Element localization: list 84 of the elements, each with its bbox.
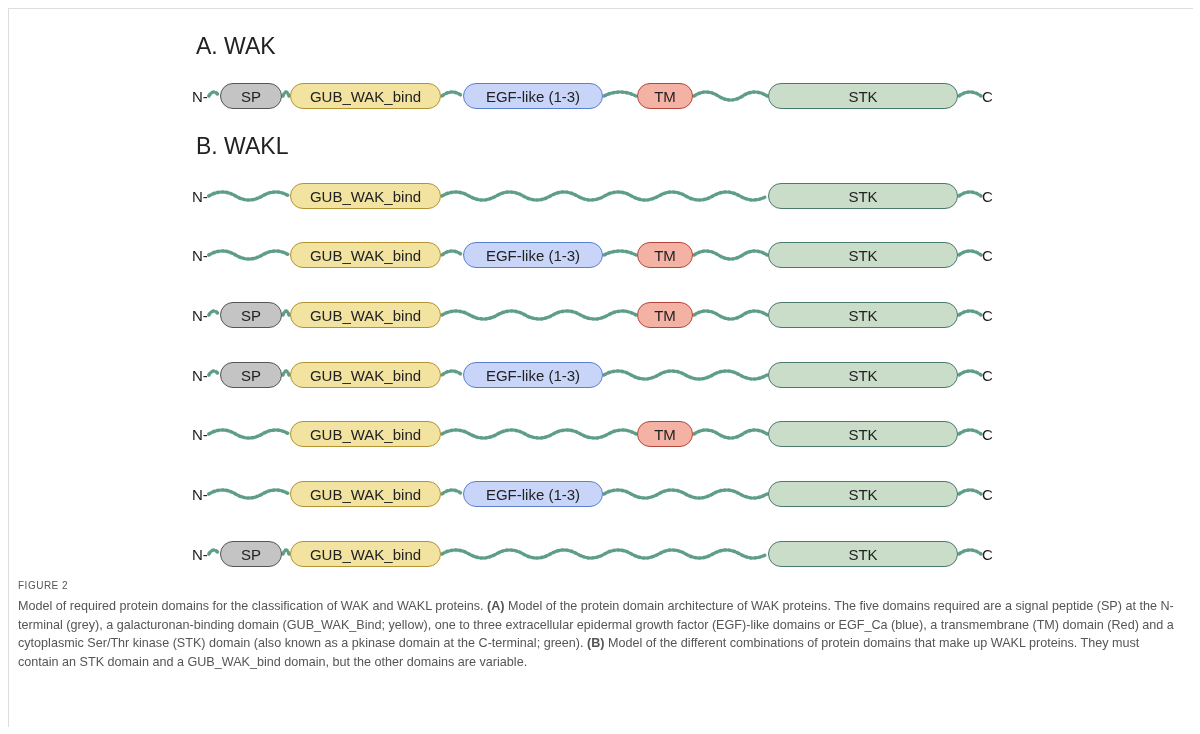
protein-domain: GUB_WAK_bind — [290, 183, 441, 209]
peptide-linker — [207, 548, 221, 556]
figure-caption: Model of required protein domains for the classification of WAK and WAKL proteins. (A) Model of the protein domain architecture of WAK proteins. The five domains required are a signal peptide (SP) at the N-terminal (grey), a galacturonan-binding domain (GUB_WAK_Bind; yellow), one to three extracellular epidermal growth factor (EGF)-like domains or EGF_Ca (blue), a transmembrane (TM) domain (Red) and a cytoplasmic Ser/Thr kinase (STK) domain (also known as a pkinase domain at the C-terminal; green). (B) Model of the different combinations of protein domains that make up WAKL proteins. They must contain an STK domain and a GUB_WAK_bind domain, but the other domains are variable. — [18, 598, 1175, 671]
protein-domain: STK — [768, 242, 958, 268]
peptide-linker — [692, 90, 769, 102]
protein-domain: STK — [768, 541, 958, 567]
peptide-linker — [602, 90, 638, 98]
n-terminus-label: N- — [192, 183, 208, 209]
c-terminus-label: C — [982, 83, 993, 109]
c-terminus-label: C — [982, 242, 993, 268]
protein-domain: SP — [220, 302, 282, 328]
protein-domain: STK — [768, 183, 958, 209]
peptide-linker — [440, 309, 638, 321]
panel-heading: B. WAKL — [196, 133, 289, 160]
protein-domain: STK — [768, 481, 958, 507]
c-terminus-label: C — [982, 302, 993, 328]
protein-domain: TM — [637, 83, 693, 109]
peptide-linker — [602, 369, 769, 381]
n-terminus-label: N- — [192, 481, 208, 507]
peptide-linker — [957, 428, 983, 436]
protein-domain: GUB_WAK_bind — [290, 302, 441, 328]
n-terminus-label: N- — [192, 541, 208, 567]
c-terminus-label: C — [982, 481, 993, 507]
protein-domain: TM — [637, 242, 693, 268]
protein-domain: EGF-like (1-3) — [463, 362, 603, 388]
protein-domain: EGF-like (1-3) — [463, 83, 603, 109]
protein-domain: GUB_WAK_bind — [290, 421, 441, 447]
peptide-linker — [957, 249, 983, 257]
peptide-linker — [692, 249, 769, 261]
n-terminus-label: N- — [192, 242, 208, 268]
protein-domain: TM — [637, 421, 693, 447]
peptide-linker — [440, 90, 464, 98]
peptide-linker — [957, 190, 983, 198]
peptide-linker — [207, 190, 291, 202]
peptide-linker — [207, 309, 221, 317]
protein-domain: EGF-like (1-3) — [463, 481, 603, 507]
peptide-linker — [281, 369, 291, 377]
peptide-linker — [207, 369, 221, 377]
protein-domain: STK — [768, 421, 958, 447]
protein-domain: SP — [220, 83, 282, 109]
protein-domain: GUB_WAK_bind — [290, 83, 441, 109]
peptide-linker — [281, 548, 291, 556]
peptide-linker — [440, 548, 769, 560]
protein-domain: GUB_WAK_bind — [290, 541, 441, 567]
peptide-linker — [440, 369, 464, 377]
protein-domain: SP — [220, 541, 282, 567]
peptide-linker — [602, 249, 638, 257]
figure-number: FIGURE 2 — [18, 580, 69, 591]
protein-domain: GUB_WAK_bind — [290, 481, 441, 507]
peptide-linker — [957, 90, 983, 98]
protein-domain: TM — [637, 302, 693, 328]
protein-domain: EGF-like (1-3) — [463, 242, 603, 268]
peptide-linker — [602, 488, 769, 500]
peptide-linker — [281, 90, 291, 98]
peptide-linker — [440, 249, 464, 257]
peptide-linker — [692, 428, 769, 440]
protein-domain: STK — [768, 302, 958, 328]
n-terminus-label: N- — [192, 302, 208, 328]
peptide-linker — [440, 488, 464, 496]
protein-domain: GUB_WAK_bind — [290, 362, 441, 388]
peptide-linker — [957, 369, 983, 377]
protein-domain: STK — [768, 362, 958, 388]
peptide-linker — [207, 428, 291, 440]
peptide-linker — [440, 190, 769, 202]
c-terminus-label: C — [982, 362, 993, 388]
c-terminus-label: C — [982, 421, 993, 447]
protein-domain: STK — [768, 83, 958, 109]
n-terminus-label: N- — [192, 83, 208, 109]
protein-domain: SP — [220, 362, 282, 388]
peptide-linker — [440, 428, 638, 440]
peptide-linker — [281, 309, 291, 317]
n-terminus-label: N- — [192, 362, 208, 388]
peptide-linker — [957, 548, 983, 556]
peptide-linker — [207, 90, 221, 98]
peptide-linker — [692, 309, 769, 321]
c-terminus-label: C — [982, 183, 993, 209]
panel-heading: A. WAK — [196, 33, 276, 60]
peptide-linker — [957, 309, 983, 317]
peptide-linker — [207, 249, 291, 261]
protein-domain: GUB_WAK_bind — [290, 242, 441, 268]
n-terminus-label: N- — [192, 421, 208, 447]
peptide-linker — [957, 488, 983, 496]
peptide-linker — [207, 488, 291, 500]
c-terminus-label: C — [982, 541, 993, 567]
